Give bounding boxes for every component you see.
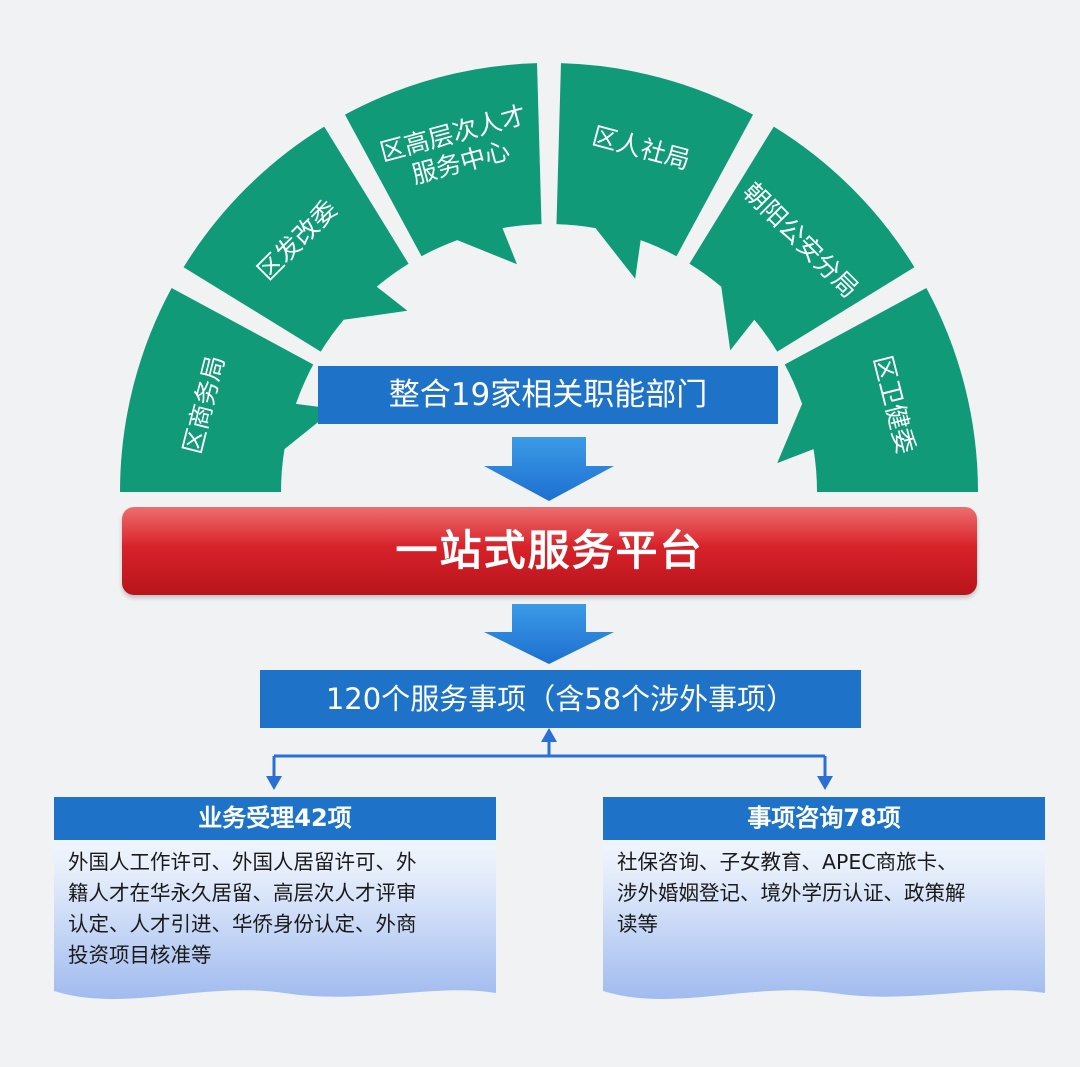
department-segment bbox=[120, 287, 335, 492]
down-arrow-1 bbox=[484, 437, 614, 501]
panel-description: 社保咨询、子女教育、APEC商旅卡、 涉外婚姻登记、境外学历认证、政策解 读等 bbox=[617, 847, 1035, 940]
integrate-departments-banner: 整合19家相关职能部门 bbox=[318, 366, 778, 424]
description-line: 读等 bbox=[617, 912, 658, 936]
panel-title: 事项咨询78项 bbox=[603, 797, 1045, 840]
service-items-banner: 120个服务事项（含58个涉外事项） bbox=[260, 670, 861, 728]
consultation-panel: 事项咨询78项 社保咨询、子女教育、APEC商旅卡、 涉外婚姻登记、境外学历认证… bbox=[603, 797, 1045, 1009]
down-arrow-2 bbox=[484, 604, 614, 664]
description-line: 社保咨询、子女教育、APEC商旅卡、 bbox=[617, 850, 958, 874]
connector-arrowhead-up bbox=[541, 728, 557, 742]
department-segment bbox=[556, 63, 754, 279]
department-segment bbox=[689, 126, 915, 352]
description-line: 外国人工作许可、外国人居留许可、外 bbox=[68, 850, 417, 874]
one-stop-platform-bar: 一站式服务平台 bbox=[122, 507, 977, 595]
description-line: 认定、人才引进、华侨身份认定、外商 bbox=[68, 912, 417, 936]
panel-title: 业务受理42项 bbox=[54, 797, 496, 840]
department-segment bbox=[183, 126, 409, 352]
business-acceptance-panel: 业务受理42项 外国人工作许可、外国人居留许可、外 籍人才在华永久居留、高层次人… bbox=[54, 797, 496, 1009]
wave-edge bbox=[603, 990, 1045, 1009]
wave-edge bbox=[54, 990, 496, 1009]
connector-arrowhead-left bbox=[266, 776, 282, 790]
department-segment bbox=[344, 63, 542, 265]
department-segment bbox=[777, 287, 978, 492]
description-line: 涉外婚姻登记、境外学历认证、政策解 bbox=[617, 881, 966, 905]
description-line: 籍人才在华永久居留、高层次人才评审 bbox=[68, 881, 417, 905]
panel-description: 外国人工作许可、外国人居留许可、外 籍人才在华永久居留、高层次人才评审 认定、人… bbox=[68, 847, 486, 971]
connector-lines bbox=[272, 740, 827, 778]
connector-arrowhead-right bbox=[817, 776, 833, 790]
description-line: 投资项目核准等 bbox=[68, 943, 212, 967]
